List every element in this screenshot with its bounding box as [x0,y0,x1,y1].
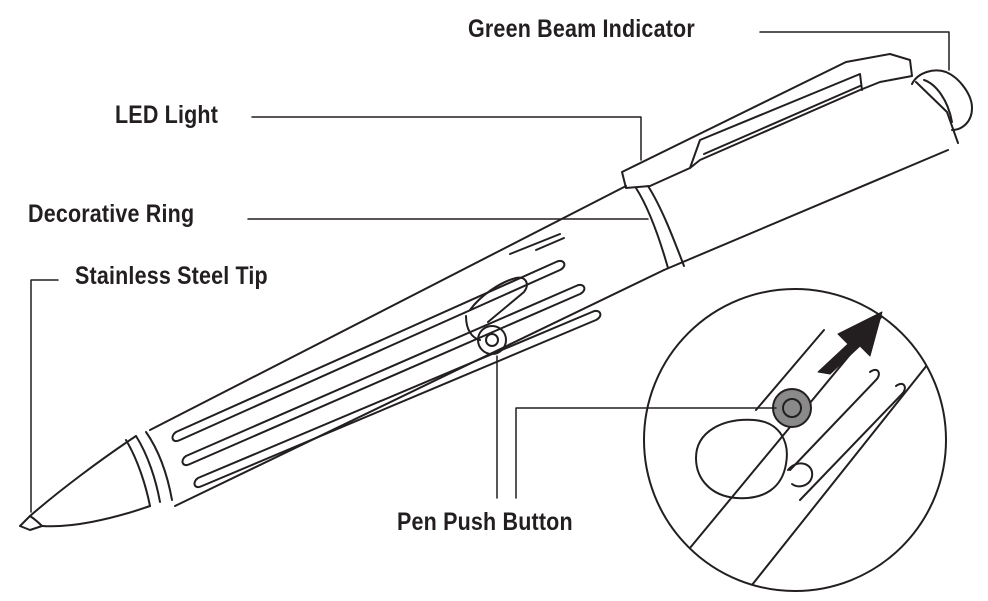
decorative-ring [635,185,685,269]
label-decorative-ring: Decorative Ring [28,200,195,228]
label-pen-push-button: Pen Push Button [397,508,573,536]
label-led-light: LED Light [115,101,219,129]
grip-grooves [171,233,602,488]
pen-body [149,69,973,507]
label-green-beam-indicator: Green Beam Indicator [468,15,695,43]
pen-clip [621,53,913,189]
push-direction-arrow [817,311,883,375]
leader-led-light [251,116,642,161]
leader-tip [30,279,59,513]
leader-green-beam [759,31,950,71]
stainless-steel-tip [19,435,151,531]
pen-push-button [465,276,528,355]
front-ring [125,431,173,507]
label-stainless-steel-tip: Stainless Steel Tip [75,262,268,290]
zoom-detail [643,288,947,592]
leader-lines [30,31,950,513]
leader-push-button-zoom [515,407,777,499]
